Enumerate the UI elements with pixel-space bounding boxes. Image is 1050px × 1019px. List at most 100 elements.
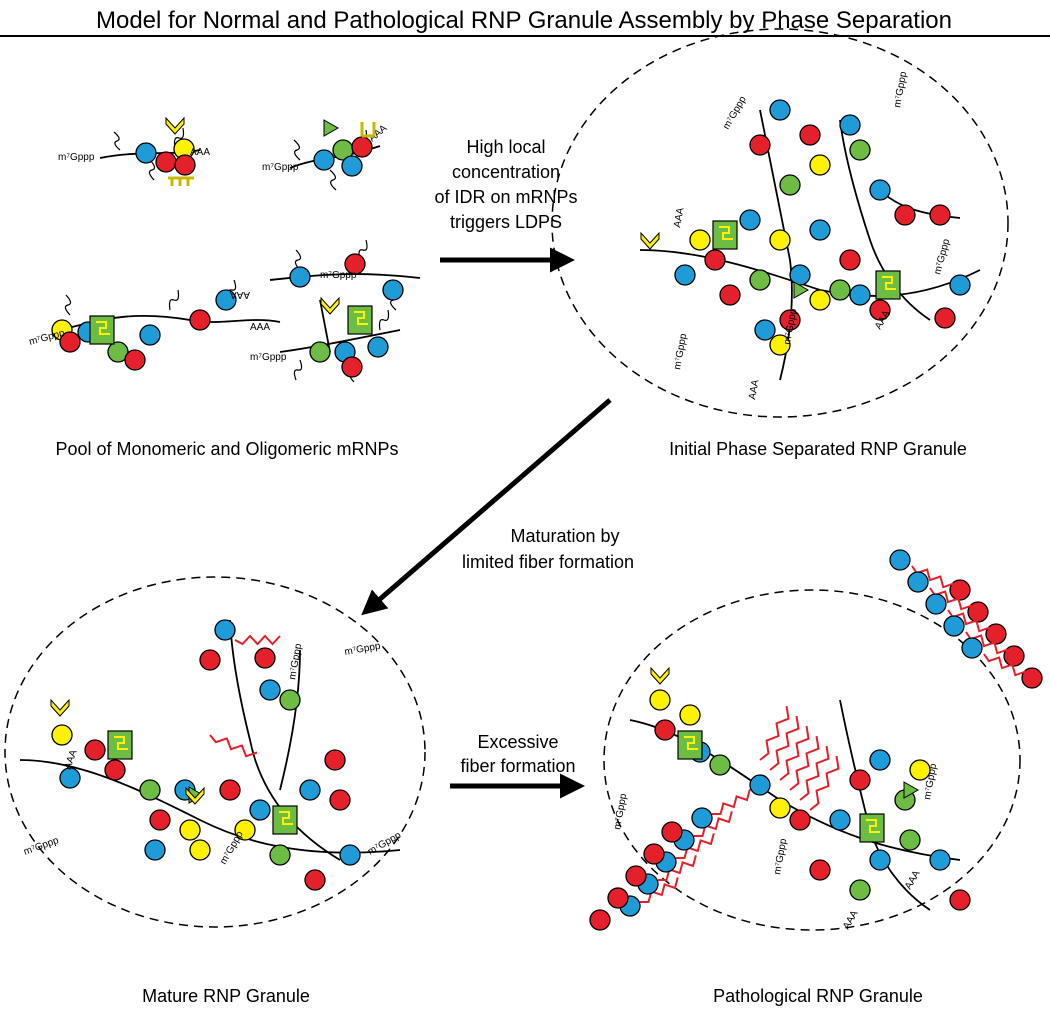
- yellow-comb-domain: [168, 176, 194, 186]
- red-protein-bead: [174, 154, 196, 176]
- blue-protein-bead: [313, 149, 335, 171]
- blue-protein-bead: [849, 284, 871, 306]
- red-protein-bead: [254, 647, 276, 669]
- red-protein-bead: [124, 349, 146, 371]
- step-excessive-label: Excessive fiber formation: [460, 732, 575, 776]
- red-protein-bead: [929, 204, 951, 226]
- blue-protein-bead: [769, 99, 791, 121]
- mrna-strand: [329, 169, 337, 191]
- caption-pathological: Pathological RNP Granule: [713, 986, 923, 1006]
- red-protein-bead: [643, 843, 665, 865]
- red-protein-bead: [849, 769, 871, 791]
- svg-text:Excessive: Excessive: [477, 732, 558, 752]
- red-protein-bead: [329, 789, 351, 811]
- amyloid-fiber: [809, 755, 840, 811]
- blue-protein-bead: [259, 679, 281, 701]
- mrna-strand: [279, 649, 301, 791]
- step-ldps-label: High local concentration of IDR on mRNPs…: [434, 137, 577, 232]
- red-protein-bead: [934, 307, 956, 329]
- pathological-granule-boundary: [603, 589, 1021, 931]
- yellow-protein-bead: [51, 724, 73, 746]
- yellow-cup-domain: [360, 122, 376, 138]
- mrna-strand: [269, 273, 421, 281]
- cap-label: m⁷Gppp: [772, 837, 789, 875]
- mrna-strand: [378, 309, 390, 331]
- amyloid-fiber: [657, 855, 697, 882]
- mrna-strand: [168, 289, 180, 311]
- polya-label: AAA: [367, 123, 390, 145]
- amyloid-fiber: [209, 734, 258, 758]
- mrna-strand: [229, 619, 341, 861]
- green-protein-bead: [309, 341, 331, 363]
- polya-label: AAA: [230, 289, 250, 300]
- cap-label: m⁷Gppp: [22, 835, 60, 858]
- svg-text:concentration: concentration: [452, 162, 560, 182]
- mrna-strand: [294, 249, 302, 271]
- initial-granule-boundary: [551, 28, 1009, 418]
- amyloid-fiber: [693, 811, 733, 838]
- blue-protein-bead: [869, 179, 891, 201]
- blue-protein-bead: [59, 767, 81, 789]
- blue-protein-bead: [341, 155, 363, 177]
- red-protein-bead: [869, 299, 891, 321]
- blue-protein-bead: [754, 319, 776, 341]
- blue-protein-bead: [869, 849, 891, 871]
- red-protein-bead: [104, 759, 126, 781]
- cap-label: m⁷Gppp: [721, 94, 749, 131]
- green-domain-box: [859, 813, 885, 843]
- yellow-chevron-domain: [650, 666, 670, 685]
- blue-protein-bead: [214, 619, 236, 641]
- cap-label: m⁷Gppp: [612, 792, 629, 830]
- green-domain-box: [272, 805, 298, 835]
- blue-protein-bead: [749, 774, 771, 796]
- mrna-strand: [64, 294, 72, 316]
- interaction-motif: [719, 226, 733, 240]
- blue-protein-bead: [809, 219, 831, 241]
- mrna-strand: [839, 119, 931, 321]
- blue-protein-bead: [691, 807, 713, 829]
- interaction-motif: [354, 311, 368, 325]
- red-protein-bead: [199, 649, 221, 671]
- red-protein-bead: [749, 134, 771, 156]
- blue-protein-bead: [839, 114, 861, 136]
- red-protein-bead: [719, 284, 741, 306]
- green-protein-bead: [849, 139, 871, 161]
- yellow-chevron-domain: [50, 698, 70, 717]
- red-protein-bead: [149, 809, 171, 831]
- red-protein-bead: [341, 356, 363, 378]
- blue-protein-bead: [215, 289, 237, 311]
- red-protein-bead: [985, 623, 1007, 645]
- interaction-motif: [684, 736, 698, 750]
- caption-initial: Initial Phase Separated RNP Granule: [669, 439, 967, 459]
- blue-protein-bead: [135, 142, 157, 164]
- polya-label: AAA: [190, 147, 210, 158]
- mrna-strand: [293, 359, 303, 381]
- yellow-chevron-domain: [165, 116, 185, 135]
- amyloid-fiber: [769, 715, 800, 771]
- blue-protein-bead: [789, 264, 811, 286]
- blue-protein-bead: [139, 324, 161, 346]
- blue-protein-bead: [289, 266, 311, 288]
- red-protein-bead: [1003, 645, 1025, 667]
- red-protein-bead: [304, 869, 326, 891]
- mrna-strand: [148, 159, 156, 181]
- green-triangle-domain: [793, 281, 810, 299]
- red-protein-bead: [654, 719, 676, 741]
- blue-protein-bead: [674, 264, 696, 286]
- amyloid-fiber: [234, 634, 281, 646]
- green-triangle-domain: [903, 781, 920, 799]
- polya-label: AAA: [250, 322, 270, 333]
- red-protein-bead: [661, 821, 683, 843]
- cap-label: m⁷Gppp: [250, 352, 287, 363]
- cap-label: m⁷Gppp: [320, 270, 357, 281]
- blue-protein-bead: [949, 274, 971, 296]
- svg-text:High local: High local: [466, 137, 545, 157]
- green-protein-bead: [279, 689, 301, 711]
- step-maturation-label: Maturation by limited fiber formation: [462, 526, 634, 572]
- polya-label: AAA: [903, 868, 923, 891]
- caption-mature: Mature RNP Granule: [142, 986, 310, 1006]
- green-domain-box: [89, 315, 115, 345]
- cap-label: m⁷Gppp: [344, 641, 382, 658]
- green-domain-box: [677, 730, 703, 760]
- svg-text:triggers LDPS: triggers LDPS: [450, 212, 562, 232]
